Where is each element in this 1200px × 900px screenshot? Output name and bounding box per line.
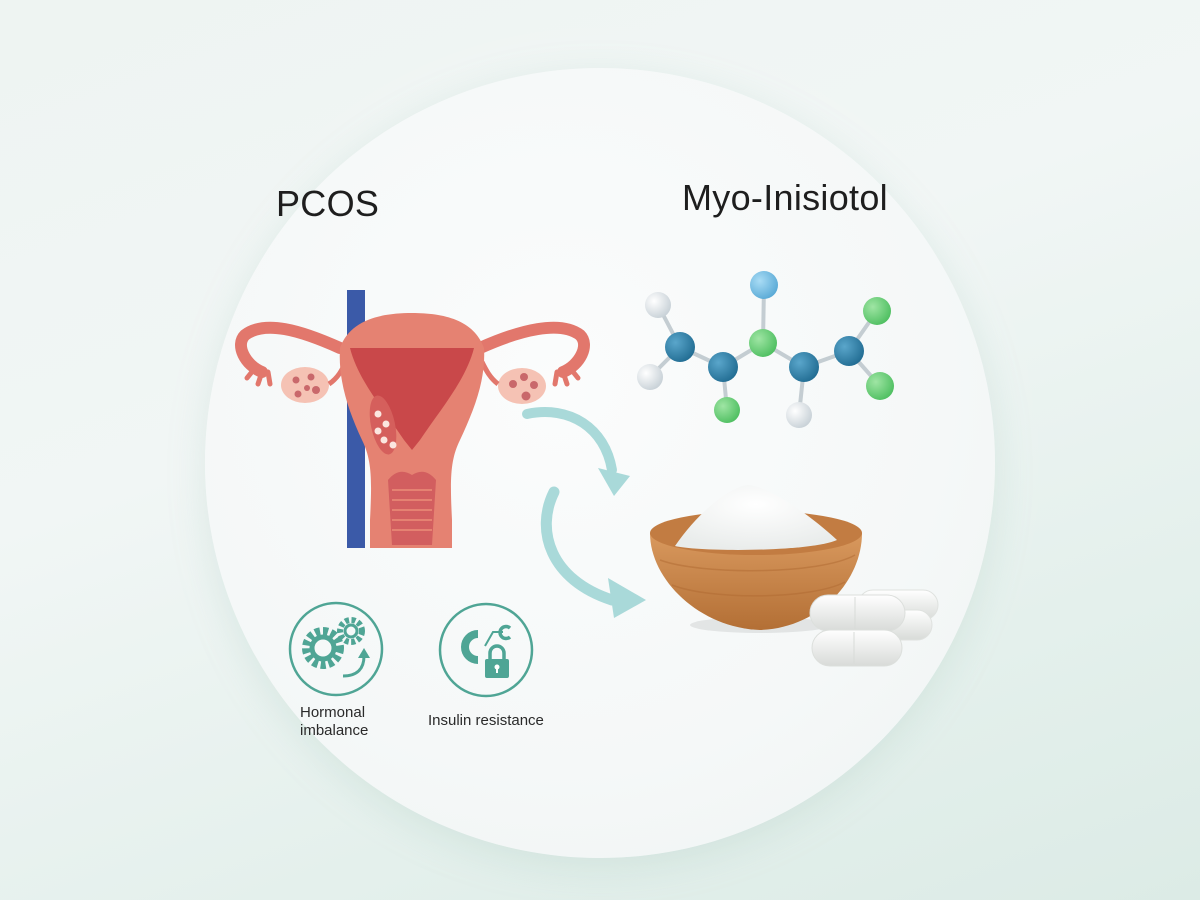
gears-icon	[288, 601, 384, 697]
powder-bowl-illustration	[650, 485, 862, 633]
hormonal-imbalance-label: Hormonal imbalance	[300, 704, 420, 740]
curved-arrow-bottom	[540, 486, 618, 606]
atom-h2	[637, 364, 663, 390]
right-ovary	[498, 368, 546, 404]
left-ovary	[281, 367, 329, 403]
curved-arrows	[522, 407, 646, 618]
uterus-illustration	[235, 290, 590, 548]
main-circle-panel	[205, 68, 995, 858]
atom-h1	[645, 292, 671, 318]
pcos-title: PCOS	[276, 183, 380, 224]
atom-o2	[863, 297, 891, 325]
atom-c2	[708, 352, 738, 382]
label-line-2: imbalance	[300, 722, 369, 739]
atom-c3	[789, 352, 819, 382]
capsules-illustration	[809, 589, 939, 667]
atom-c1	[665, 332, 695, 362]
atom-h3	[786, 402, 812, 428]
atom-c4	[834, 336, 864, 366]
molecule-illustration	[637, 271, 894, 428]
insulin-resistance-label: Insulin resistance	[428, 712, 544, 729]
atom-center	[749, 329, 777, 357]
arrowhead-bottom	[608, 578, 646, 618]
curved-arrow-top	[522, 407, 617, 475]
myo-inositol-title: Myo-Inisiotol	[682, 177, 888, 218]
atom-top	[750, 271, 778, 299]
arrowhead-top	[598, 468, 630, 496]
insulin-lock-icon	[438, 602, 534, 698]
label-line-1: Hormonal	[300, 704, 366, 721]
atom-o3	[866, 372, 894, 400]
atom-o1	[714, 397, 740, 423]
